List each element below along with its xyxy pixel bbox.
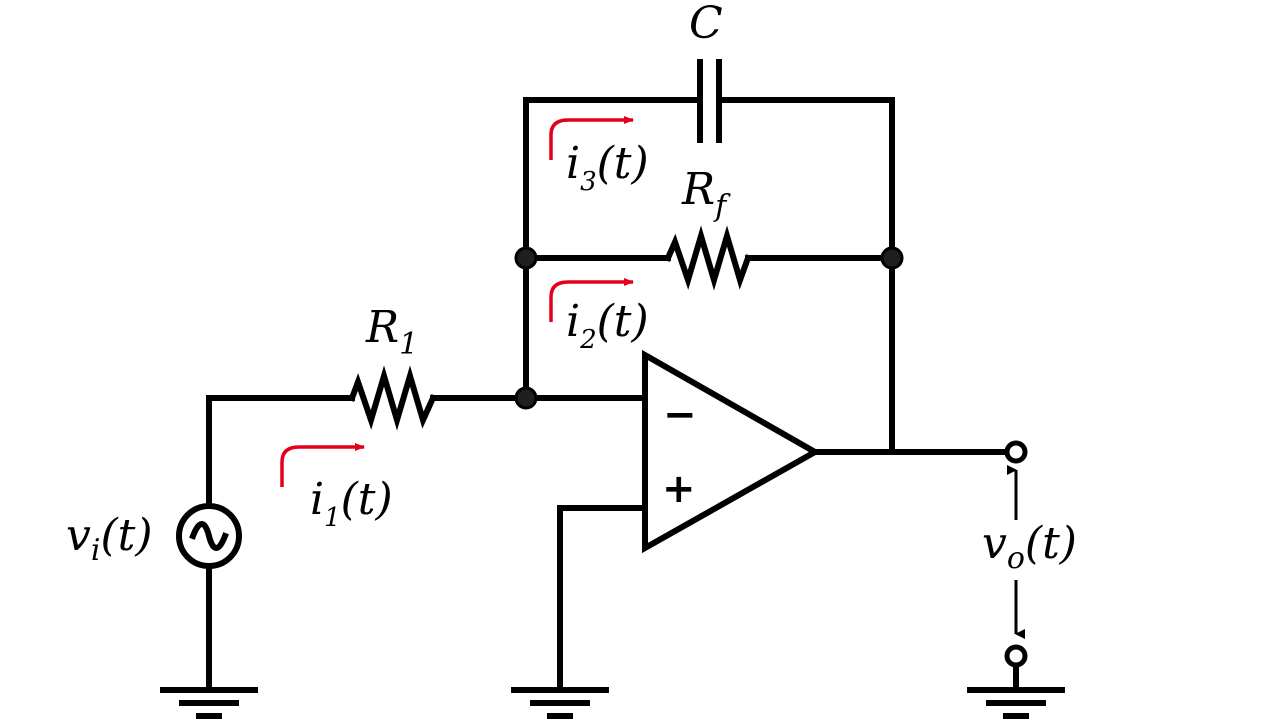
op-amp: − + — [642, 349, 822, 554]
feedback-resistor-branch — [523, 225, 895, 291]
ac-source — [176, 503, 242, 693]
output-terminal-bottom — [1004, 644, 1028, 668]
noninverting-ground-wire — [557, 505, 648, 693]
current-arrow-icon — [549, 278, 634, 322]
ground-op-amp — [511, 687, 609, 719]
output-terminal-top — [1004, 440, 1028, 464]
current-i1-label: i1(t) — [310, 474, 393, 533]
feedback-resistor-label: Rf — [681, 164, 731, 224]
current-arrow-icon — [549, 116, 634, 160]
sine-wave-icon — [189, 521, 229, 551]
output-voltage-label: vo(t) — [982, 518, 1077, 576]
junction-node — [514, 386, 538, 410]
noninverting-input-sign: + — [662, 466, 696, 512]
inverting-input-sign: − — [663, 392, 697, 438]
capacitor-label: C — [689, 0, 723, 49]
current-i2-label: i2(t) — [566, 296, 649, 355]
feedback-resistor-zigzag — [664, 225, 752, 291]
current-arrow-icon — [280, 443, 365, 487]
input-resistor-label: R1 — [365, 302, 418, 362]
capacitor-branch — [523, 59, 895, 261]
input-branch — [206, 255, 648, 508]
output-wire — [889, 255, 1008, 455]
input-resistor-zigzag — [348, 365, 437, 431]
input-voltage-label: vi(t) — [66, 510, 152, 568]
ground-source — [160, 687, 258, 719]
ground-output — [967, 665, 1065, 719]
junction-node — [514, 246, 538, 270]
current-i3-label: i3(t) — [566, 138, 649, 197]
junction-node — [880, 246, 904, 270]
